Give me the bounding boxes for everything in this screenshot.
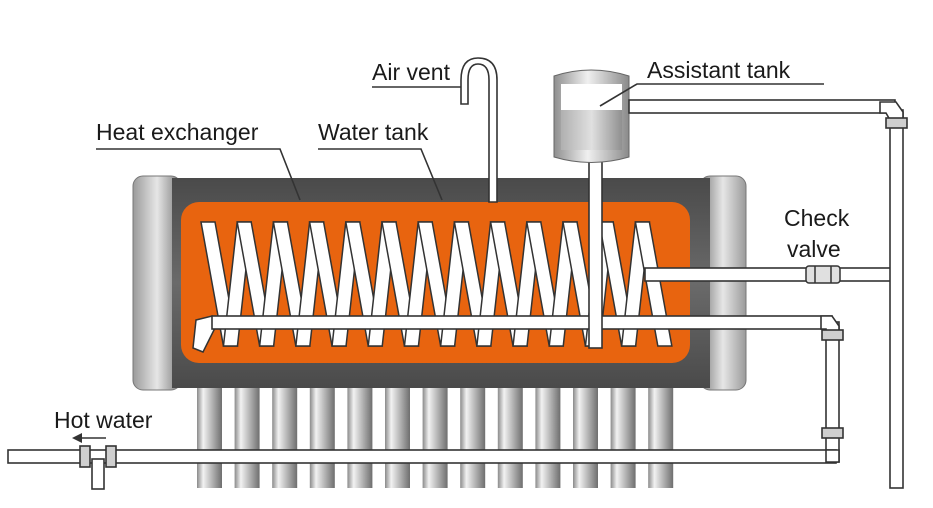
leader-lines bbox=[96, 83, 824, 201]
coil-outlet-pipe bbox=[644, 267, 893, 282]
label-air-vent: Air vent bbox=[372, 59, 451, 85]
evacuated-tube bbox=[234, 385, 260, 488]
right-vertical-pipe bbox=[879, 101, 908, 489]
evacuated-tube bbox=[385, 385, 410, 488]
evacuated-tube bbox=[272, 385, 298, 488]
evacuated-tube bbox=[460, 385, 486, 488]
evacuated-tube bbox=[648, 385, 674, 488]
coil-strand bbox=[634, 221, 673, 347]
label-check-valve-line2: valve bbox=[787, 236, 841, 262]
label-water-tank: Water tank bbox=[318, 119, 429, 145]
evacuated-tube bbox=[197, 385, 222, 488]
label-heat-exchanger: Heat exchanger bbox=[96, 119, 259, 145]
evacuated-tube bbox=[309, 385, 335, 488]
label-assistant-tank: Assistant tank bbox=[647, 57, 791, 83]
air-vent bbox=[460, 57, 498, 203]
evacuated-tubes bbox=[197, 385, 674, 488]
hot-water-pipe bbox=[7, 445, 840, 490]
evacuated-tube bbox=[610, 385, 636, 488]
label-check-valve-line1: Check bbox=[784, 205, 850, 231]
check-valve bbox=[805, 265, 841, 284]
evacuated-tube bbox=[347, 385, 373, 488]
label-hot-water: Hot water bbox=[54, 407, 153, 433]
heat-exchanger-coil bbox=[192, 221, 673, 353]
coil-end-bend bbox=[192, 315, 215, 353]
arrow-left-icon bbox=[72, 433, 106, 443]
evacuated-tube bbox=[497, 385, 523, 488]
coil-return-pipe bbox=[211, 315, 833, 330]
evacuated-tube bbox=[535, 385, 561, 488]
evacuated-tube bbox=[422, 385, 448, 488]
return-pipe-right bbox=[820, 315, 844, 463]
assistant-tank bbox=[553, 69, 896, 349]
evacuated-tube bbox=[573, 385, 598, 488]
